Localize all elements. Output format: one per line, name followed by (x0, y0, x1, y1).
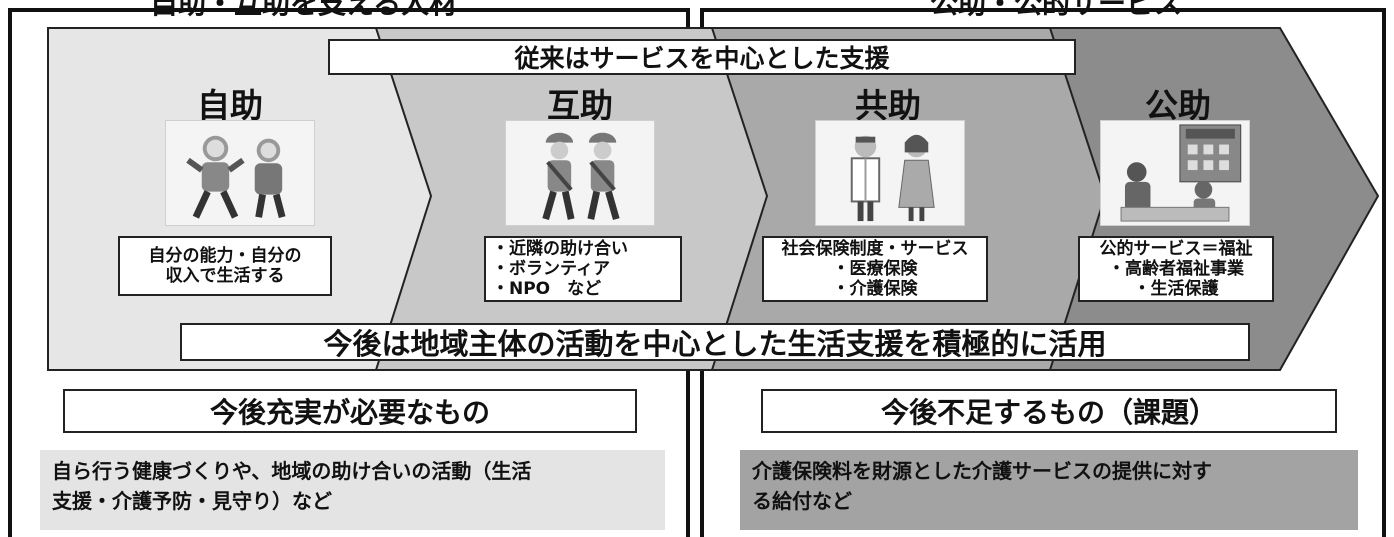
desc-line: 支援・介護予防・見守り）など (52, 489, 332, 513)
volunteers-icon (505, 120, 655, 226)
desc-line: 介護保険料を財源とした介護サービスの提供に対す (752, 459, 1212, 483)
stage-desc-kojo: 公的サービス＝福祉 ・高齢者福祉事業 ・生活保護 (1078, 236, 1274, 302)
banner-top: 従来はサービスを中心とした支援 (328, 39, 1076, 75)
stage-title-gojo: 互助 (547, 86, 613, 125)
stage-desc-line: ・生活保護 (1133, 279, 1219, 299)
stage-desc-line: ・近隣の助け合い (492, 239, 628, 259)
desc-line: 自ら行う健康づくりや、地域の助け合いの活動（生活 (52, 459, 532, 483)
stage-desc-line: 社会保険制度・サービス (781, 239, 969, 259)
desc-line: る給付など (752, 489, 852, 513)
left-panel-heading: 今後充実が必要なもの (63, 389, 637, 433)
stage-desc-gojo: ・近隣の助け合い ・ボランティア ・NPO など (484, 236, 682, 302)
stage-desc-line: ・医療保険 (832, 259, 918, 279)
stage-desc-kyojo: 社会保険制度・サービス ・医療保険 ・介護保険 (762, 236, 988, 302)
stage-title-kyojo: 共助 (855, 86, 921, 125)
stage-desc-line: 自分の能力・自分の (148, 246, 302, 266)
stage-title-kojo: 公助 (1145, 86, 1211, 125)
stage-desc-line: ・NPO など (492, 279, 602, 299)
right-panel-heading: 今後不足するもの（課題） (761, 389, 1337, 433)
stage-title-jijo: 自助 (197, 86, 263, 125)
frame-right (1382, 8, 1386, 537)
doctor-nurse-icon (815, 120, 965, 226)
stage-desc-line: ・高齢者福祉事業 (1108, 259, 1244, 279)
stage-desc-line: ・介護保険 (832, 279, 918, 299)
stage-desc-jijo: 自分の能力・自分の 収入で生活する (118, 236, 332, 296)
right-panel-description: 介護保険料を財源とした介護サービスの提供に対す る給付など (740, 450, 1358, 530)
elderly-couple-icon (165, 120, 315, 226)
stage-desc-line: ・ボランティア (492, 259, 610, 279)
stage-desc-line: 公的サービス＝福祉 (1099, 239, 1253, 259)
frame-left (8, 8, 12, 537)
banner-bottom: 今後は地域主体の活動を中心とした生活支援を積極的に活用 (180, 323, 1250, 361)
stage-desc-line: 収入で生活する (165, 266, 285, 286)
frame-top-right (704, 8, 1386, 12)
left-panel-description: 自ら行う健康づくりや、地域の助け合いの活動（生活 支援・介護予防・見守り）など (40, 450, 665, 530)
frame-top-left (8, 8, 690, 12)
city-hall-counter-icon (1100, 120, 1250, 226)
